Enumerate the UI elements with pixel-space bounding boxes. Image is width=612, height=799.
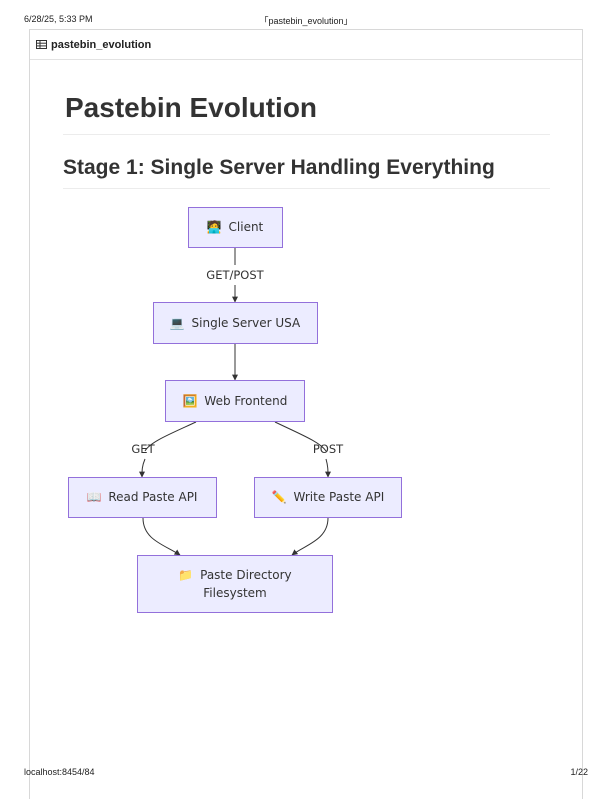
edge-write-directory [291,517,329,556]
svg-text:📁 Paste Directory: 📁 Paste Directory [178,568,291,582]
document-tab[interactable]: pastebin_evolution [30,30,582,60]
print-url: localhost:8454/84 [24,767,95,777]
client-emoji-icon: 🧑‍💻 [207,219,222,234]
node-read-paste-api: 📖 Read Paste API [68,477,217,518]
node-web-frontend: 🖼️ Web Frontend [165,380,305,422]
pencil-icon: ✏️ [272,489,287,504]
stage-heading: Stage 1: Single Server Handling Everythi… [63,156,495,179]
table-icon [36,40,47,49]
svg-text:🖼️ Web Frontend: 🖼️ Web Frontend [183,394,288,408]
heading-divider [63,188,550,189]
edge-label-get-post: GET/POST [206,268,264,282]
node-paste-directory: 📁 Paste Directory Filesystem [137,555,333,613]
node-client-label: Client [229,220,264,234]
node-directory-label-line2: Filesystem [203,586,266,600]
picture-icon: 🖼️ [183,394,198,408]
edge-frontend-write [274,421,331,478]
node-read-api-label: Read Paste API [108,490,197,504]
node-frontend-label: Web Frontend [204,394,287,408]
edge-label-post: POST [313,442,344,456]
node-write-api-label: Write Paste API [294,490,385,504]
print-datetime: 6/28/25, 5:33 PM [24,14,93,24]
edge-read-directory [142,517,181,556]
document-title: Pastebin Evolution [65,92,318,123]
document-page: pastebin_evolution [29,29,583,799]
node-write-paste-api: ✏️ Write Paste API [254,477,402,518]
book-icon: 📖 [87,490,102,504]
node-client: 🧑‍💻 Client [188,207,283,248]
folder-icon: 📁 [178,568,193,582]
print-title: 「pastebin_evolution」 [259,16,353,26]
print-page-number: 1/22 [570,767,588,777]
edge-label-get: GET [131,442,155,456]
node-server-label: Single Server USA [192,316,301,330]
laptop-icon: 💻 [170,316,185,330]
title-divider [63,134,550,135]
svg-text:💻 Single Server USA: 💻 Single Server USA [170,316,301,330]
svg-text:🧑‍💻 Client: 🧑‍💻 Client [207,219,264,234]
tab-title: pastebin_evolution [51,38,152,51]
edge-frontend-read [139,421,197,478]
node-directory-label-line1: Paste Directory [200,568,292,582]
svg-text:✏️ Write Paste API: ✏️ Write Paste API [272,489,384,504]
node-single-server: 💻 Single Server USA [153,302,318,344]
svg-text:📖 Read Paste API: 📖 Read Paste API [87,490,198,504]
